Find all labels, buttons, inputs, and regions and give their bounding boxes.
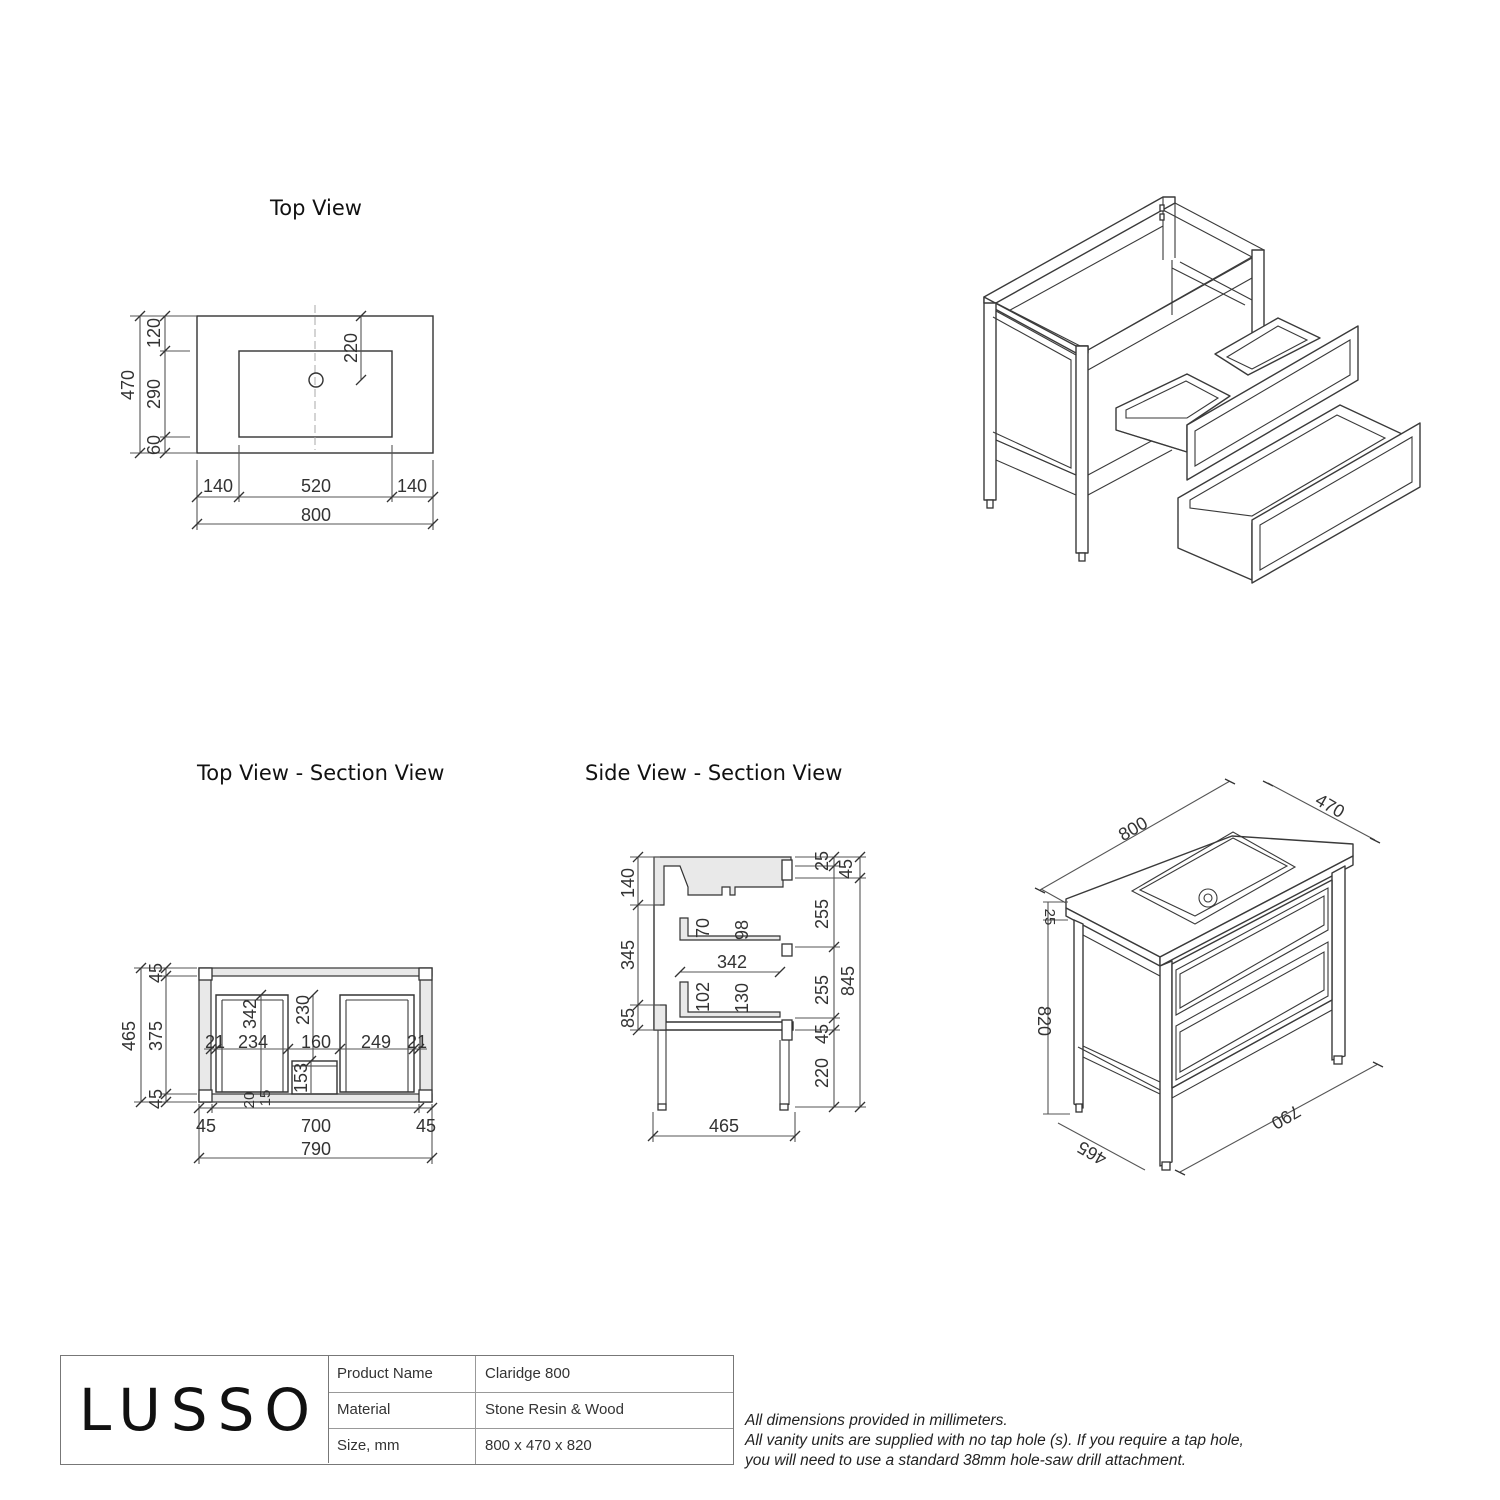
dim-r-d1: 255 — [812, 899, 832, 929]
size-label: Size, mm — [337, 1437, 400, 1454]
iso-frame-exploded — [983, 196, 1421, 584]
dim-left: 140 — [203, 476, 233, 496]
dim-d2-h: 102 — [693, 982, 713, 1012]
title-row-material: Material Stone Resin & Wood — [329, 1392, 733, 1429]
dim-r-top: 25 — [812, 851, 832, 871]
dim-leg-left: 45 — [196, 1116, 216, 1136]
top-view-title: Top View — [270, 196, 362, 220]
iso-dim-frame-width: 790 — [1268, 1101, 1304, 1133]
dim-right-side: 21 — [407, 1032, 427, 1052]
dim-sec-rail-bottom: 45 — [146, 1089, 166, 1109]
dim-gap-b: 15 — [257, 1090, 274, 1107]
side-section-view: 342 70 98 102 130 140 345 85 — [618, 851, 866, 1142]
dim-basin-width: 520 — [301, 476, 331, 496]
product-name-label: Product Name — [337, 1365, 433, 1382]
dim-basin: 290 — [144, 379, 164, 409]
dim-r-leg: 220 — [812, 1058, 832, 1088]
dim-depth: 470 — [118, 370, 138, 400]
dim-r-rail: 45 — [812, 1024, 832, 1044]
iso-dim-frame-depth: 465 — [1074, 1137, 1110, 1169]
dim-d2-w: 130 — [732, 983, 752, 1013]
dim-sec-depth: 465 — [119, 1021, 139, 1051]
dim-d1-w: 98 — [732, 920, 752, 940]
dim-gap-a: 20 — [241, 1092, 258, 1109]
title-row-size: Size, mm 800 x 470 x 820 — [329, 1428, 733, 1464]
dim-left-side: 21 — [205, 1032, 225, 1052]
dim-small-h: 153 — [291, 1063, 311, 1093]
dim-right-bay: 249 — [361, 1032, 391, 1052]
note-tap-hole: All vanity units are supplied with no ta… — [745, 1432, 1244, 1449]
dim-front: 60 — [144, 435, 164, 455]
title-block: LUSSO Product Name Claridge 800 Material… — [60, 1355, 734, 1465]
dim-leg-right: 45 — [416, 1116, 436, 1136]
size-value: 800 x 470 x 820 — [485, 1437, 592, 1454]
dim-top-zone: 140 — [618, 868, 638, 898]
title-row-product: Product Name Claridge 800 — [329, 1356, 733, 1393]
dim-right: 140 — [397, 476, 427, 496]
top-section-title: Top View - Section View — [197, 761, 445, 785]
dim-base: 85 — [618, 1008, 638, 1028]
dim-tap: 220 — [341, 333, 361, 363]
iso-dim-width: 800 — [1115, 813, 1151, 845]
dim-r-d2: 255 — [812, 975, 832, 1005]
dim-left-bay: 234 — [238, 1032, 268, 1052]
dim-sec-rail-top: 45 — [146, 963, 166, 983]
top-view: 220 470 120 290 60 — [118, 305, 439, 530]
dim-drawer-height: 230 — [293, 995, 313, 1025]
note-units: All dimensions provided in millimeters. — [745, 1412, 1008, 1429]
dim-sec-width: 790 — [301, 1139, 331, 1159]
dim-centre: 160 — [301, 1032, 331, 1052]
dim-sec-inner: 375 — [146, 1021, 166, 1051]
brand-logo: LUSSO — [61, 1356, 329, 1463]
product-name-value: Claridge 800 — [485, 1365, 571, 1382]
dim-r-top2: 45 — [836, 859, 856, 879]
dim-drawer-depth: 342 — [240, 999, 260, 1029]
iso-dim-height: 820 — [1034, 1006, 1054, 1036]
dim-d1-h: 70 — [693, 918, 713, 938]
iso-dim-top: 25 — [1041, 909, 1058, 926]
material-label: Material — [337, 1401, 391, 1418]
dim-width: 800 — [301, 505, 331, 525]
iso-dim-depth: 470 — [1312, 790, 1348, 822]
side-section-title: Side View - Section View — [585, 761, 843, 785]
dim-drawer-zone: 345 — [618, 940, 638, 970]
dim-side-depth: 465 — [709, 1116, 739, 1136]
top-section-view: 465 45 375 45 342 230 153 21 234 160 249 — [119, 962, 438, 1164]
dim-back: 120 — [144, 318, 164, 348]
dim-total: 845 — [838, 966, 858, 996]
dim-drawer-len: 342 — [717, 952, 747, 972]
waste-hole — [308, 372, 324, 388]
note-drill: you will need to use a standard 38mm hol… — [745, 1452, 1187, 1469]
dim-span: 700 — [301, 1116, 331, 1136]
iso-assembled: 800 470 25 820 465 790 — [1034, 778, 1384, 1176]
notes: All dimensions provided in millimeters. … — [745, 1411, 1244, 1471]
material-value: Stone Resin & Wood — [485, 1401, 624, 1418]
top-outline — [196, 315, 434, 454]
